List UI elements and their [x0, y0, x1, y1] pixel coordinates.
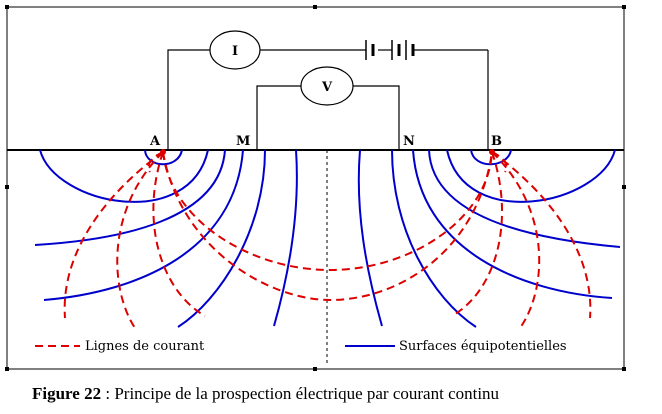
voltmeter: V — [300, 66, 354, 106]
legend-equipotential-label: Surfaces équipotentielles — [399, 339, 567, 354]
electrode-a-point — [160, 149, 166, 155]
current-lines — [63, 151, 592, 329]
frame-handles — [5, 5, 626, 371]
figure-frame — [6, 6, 625, 370]
voltmeter-circle — [300, 66, 354, 106]
circuit-wires — [167, 49, 489, 149]
electrode-b-point — [489, 149, 495, 155]
electrode-label-n: N — [403, 134, 415, 149]
electrode-label-m: M — [236, 134, 250, 149]
ammeter: I — [209, 30, 261, 70]
electrode-label-a: A — [149, 134, 161, 149]
ammeter-circle — [209, 30, 261, 70]
caption-separator: : — [101, 384, 115, 403]
caption-text: Principe de la prospection électrique pa… — [114, 384, 500, 403]
voltmeter-label: V — [321, 80, 333, 95]
battery-icon — [365, 40, 415, 60]
legend: Lignes de courant Surfaces équipotentiel… — [35, 339, 567, 354]
legend-current-label: Lignes de courant — [85, 339, 205, 354]
electrode-label-b: B — [491, 134, 502, 149]
equipotential-surfaces — [34, 149, 621, 328]
ammeter-label: I — [232, 44, 238, 59]
caption-label: Figure 22 — [32, 384, 102, 403]
figure-caption: Figure 22 : Principe de la prospection é… — [32, 384, 662, 404]
